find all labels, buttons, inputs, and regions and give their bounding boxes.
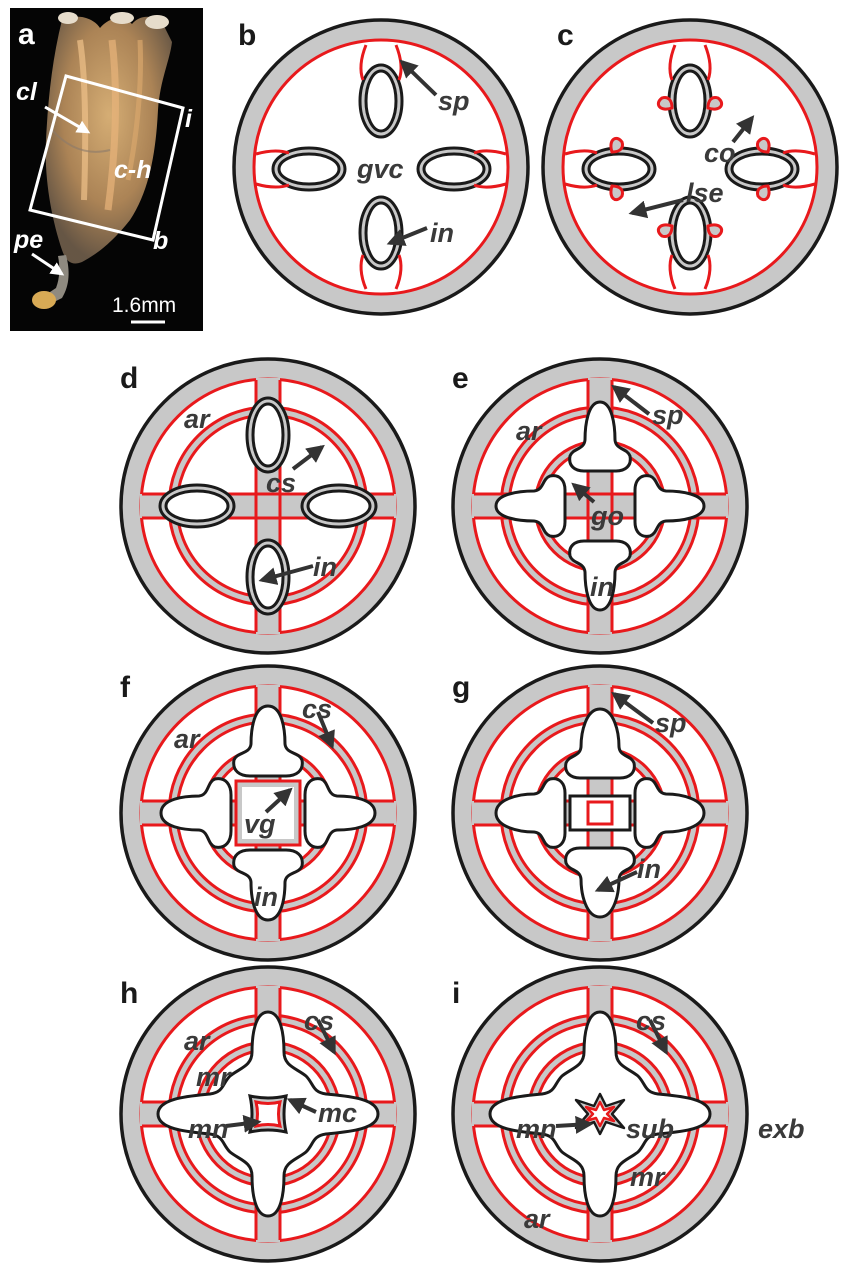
label-sp: sp [655,708,687,738]
scale-bar-label: 1.6mm [112,294,176,317]
label-vg: vg [244,809,276,839]
panel-label-i: i [452,977,460,1010]
panel-c: c co lse [543,19,837,314]
label-mn: mn [188,1114,229,1144]
label-in: in [313,552,337,582]
panel-label-c: c [557,19,574,52]
panel-label-b: b [238,19,256,52]
panel-b: b sp gvc in [234,19,528,314]
label-cs: cs [636,1006,666,1036]
label-go: go [590,501,624,531]
panel-f: f ar cs vg in [120,666,415,960]
label-in: in [590,572,614,602]
panel-e: e ar sp go in [452,359,747,653]
label-ar: ar [524,1204,551,1234]
label-cs: cs [266,468,296,498]
label-ar: ar [516,416,543,446]
label-i: i [185,105,193,133]
panel-g: g sp in [452,666,747,960]
label-sub: sub [626,1114,674,1144]
panel-label-f: f [120,671,131,704]
label-co: co [704,138,736,168]
label-exb: exb [758,1114,805,1144]
label-in: in [637,854,661,884]
label-b: b [153,227,168,255]
panel-label-a: a [18,18,35,51]
panel-h: h ar cs mr mn mc [120,967,415,1261]
label-cl: cl [16,78,38,106]
label-cs: cs [304,1006,334,1036]
label-ar: ar [184,404,211,434]
label-lse: lse [686,178,724,208]
label-gvc: gvc [356,154,404,184]
panel-i: i cs mn sub exb mr ar [452,967,805,1261]
label-c-h: c-h [114,156,152,184]
panel-label-g: g [452,671,470,704]
label-sp: sp [652,400,684,430]
photo-panel-a: a cl c-h i b pe 1.6mm [10,8,203,331]
label-pe: pe [13,226,43,254]
label-mr: mr [630,1162,666,1192]
label-ar: ar [174,724,201,754]
panel-label-h: h [120,977,138,1010]
panel-label-e: e [452,362,469,395]
label-mn: mn [516,1114,557,1144]
label-in: in [430,218,454,248]
panel-label-d: d [120,362,138,395]
label-in: in [254,882,278,912]
label-ar: ar [184,1026,211,1056]
label-cs: cs [302,694,332,724]
label-sp: sp [438,86,470,116]
label-mr: mr [196,1062,232,1092]
panel-d: d ar cs in [120,359,415,653]
label-mc: mc [318,1098,357,1128]
